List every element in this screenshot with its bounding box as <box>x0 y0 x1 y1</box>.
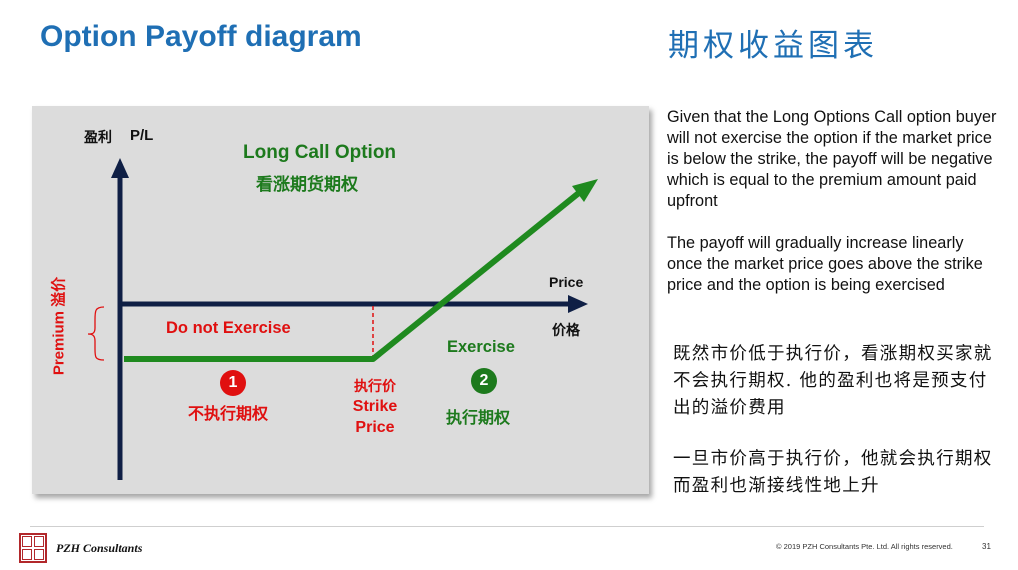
page-title-chinese: 期权收益图表 <box>668 28 878 64</box>
do-not-exercise-label: Do not Exercise <box>166 319 291 337</box>
diagram-heading-chinese: 看涨期货期权 <box>256 175 358 195</box>
premium-brace <box>87 306 105 361</box>
premium-label: Premium 溢价 <box>50 276 68 376</box>
explanation-paragraph-1: Given that the Long Options Call option … <box>667 108 997 210</box>
x-axis-arrowhead <box>568 295 588 313</box>
diagram-heading: Long Call Option <box>243 142 397 163</box>
strike-label-chinese: 执行价 <box>354 379 396 395</box>
payoff-diagram-panel: 盈利 P/L Long Call Option 看涨期货期权 Price 价格 … <box>32 106 649 494</box>
explanation-paragraph-1-chinese: 既然市价低于执行价，看涨期权买家就不会执行期权. 他的盈利也将是预支付出的溢价费… <box>673 344 993 418</box>
marker-2-number: 2 <box>479 372 489 389</box>
strike-label-line1: Strike <box>352 398 398 415</box>
explanation-paragraph-2: The payoff will gradually increase linea… <box>667 234 983 294</box>
marker-2-circle <box>471 368 497 394</box>
y-axis-arrowhead <box>111 158 129 178</box>
payoff-arrowhead <box>572 179 598 202</box>
y-axis-label-chinese: 盈利 <box>84 130 112 146</box>
y-axis-label: P/L <box>130 127 154 144</box>
page-title: Option Payoff diagram <box>40 20 362 53</box>
marker-1-label: 不执行期权 <box>188 404 269 423</box>
company-seal-logo <box>19 533 47 563</box>
footer-divider <box>30 526 984 527</box>
marker-1-number: 1 <box>228 374 238 391</box>
marker-1-circle <box>220 370 246 396</box>
company-name: PZH Consultants <box>56 541 143 555</box>
x-axis-label-chinese: 价格 <box>552 323 580 339</box>
marker-2-label: 执行期权 <box>446 408 511 427</box>
x-axis-label: Price <box>549 274 584 290</box>
strike-label-line2: Price <box>355 419 395 436</box>
explanation-paragraph-2-chinese: 一旦市价高于执行价，他就会执行期权而盈利也渐接线性地上升 <box>673 449 993 496</box>
copyright-notice: © 2019 PZH Consultants Pte. Ltd. All rig… <box>776 542 953 551</box>
page-number: 31 <box>982 542 991 551</box>
exercise-label: Exercise <box>447 338 515 356</box>
payoff-diagram <box>87 158 598 480</box>
payoff-line <box>124 189 582 362</box>
